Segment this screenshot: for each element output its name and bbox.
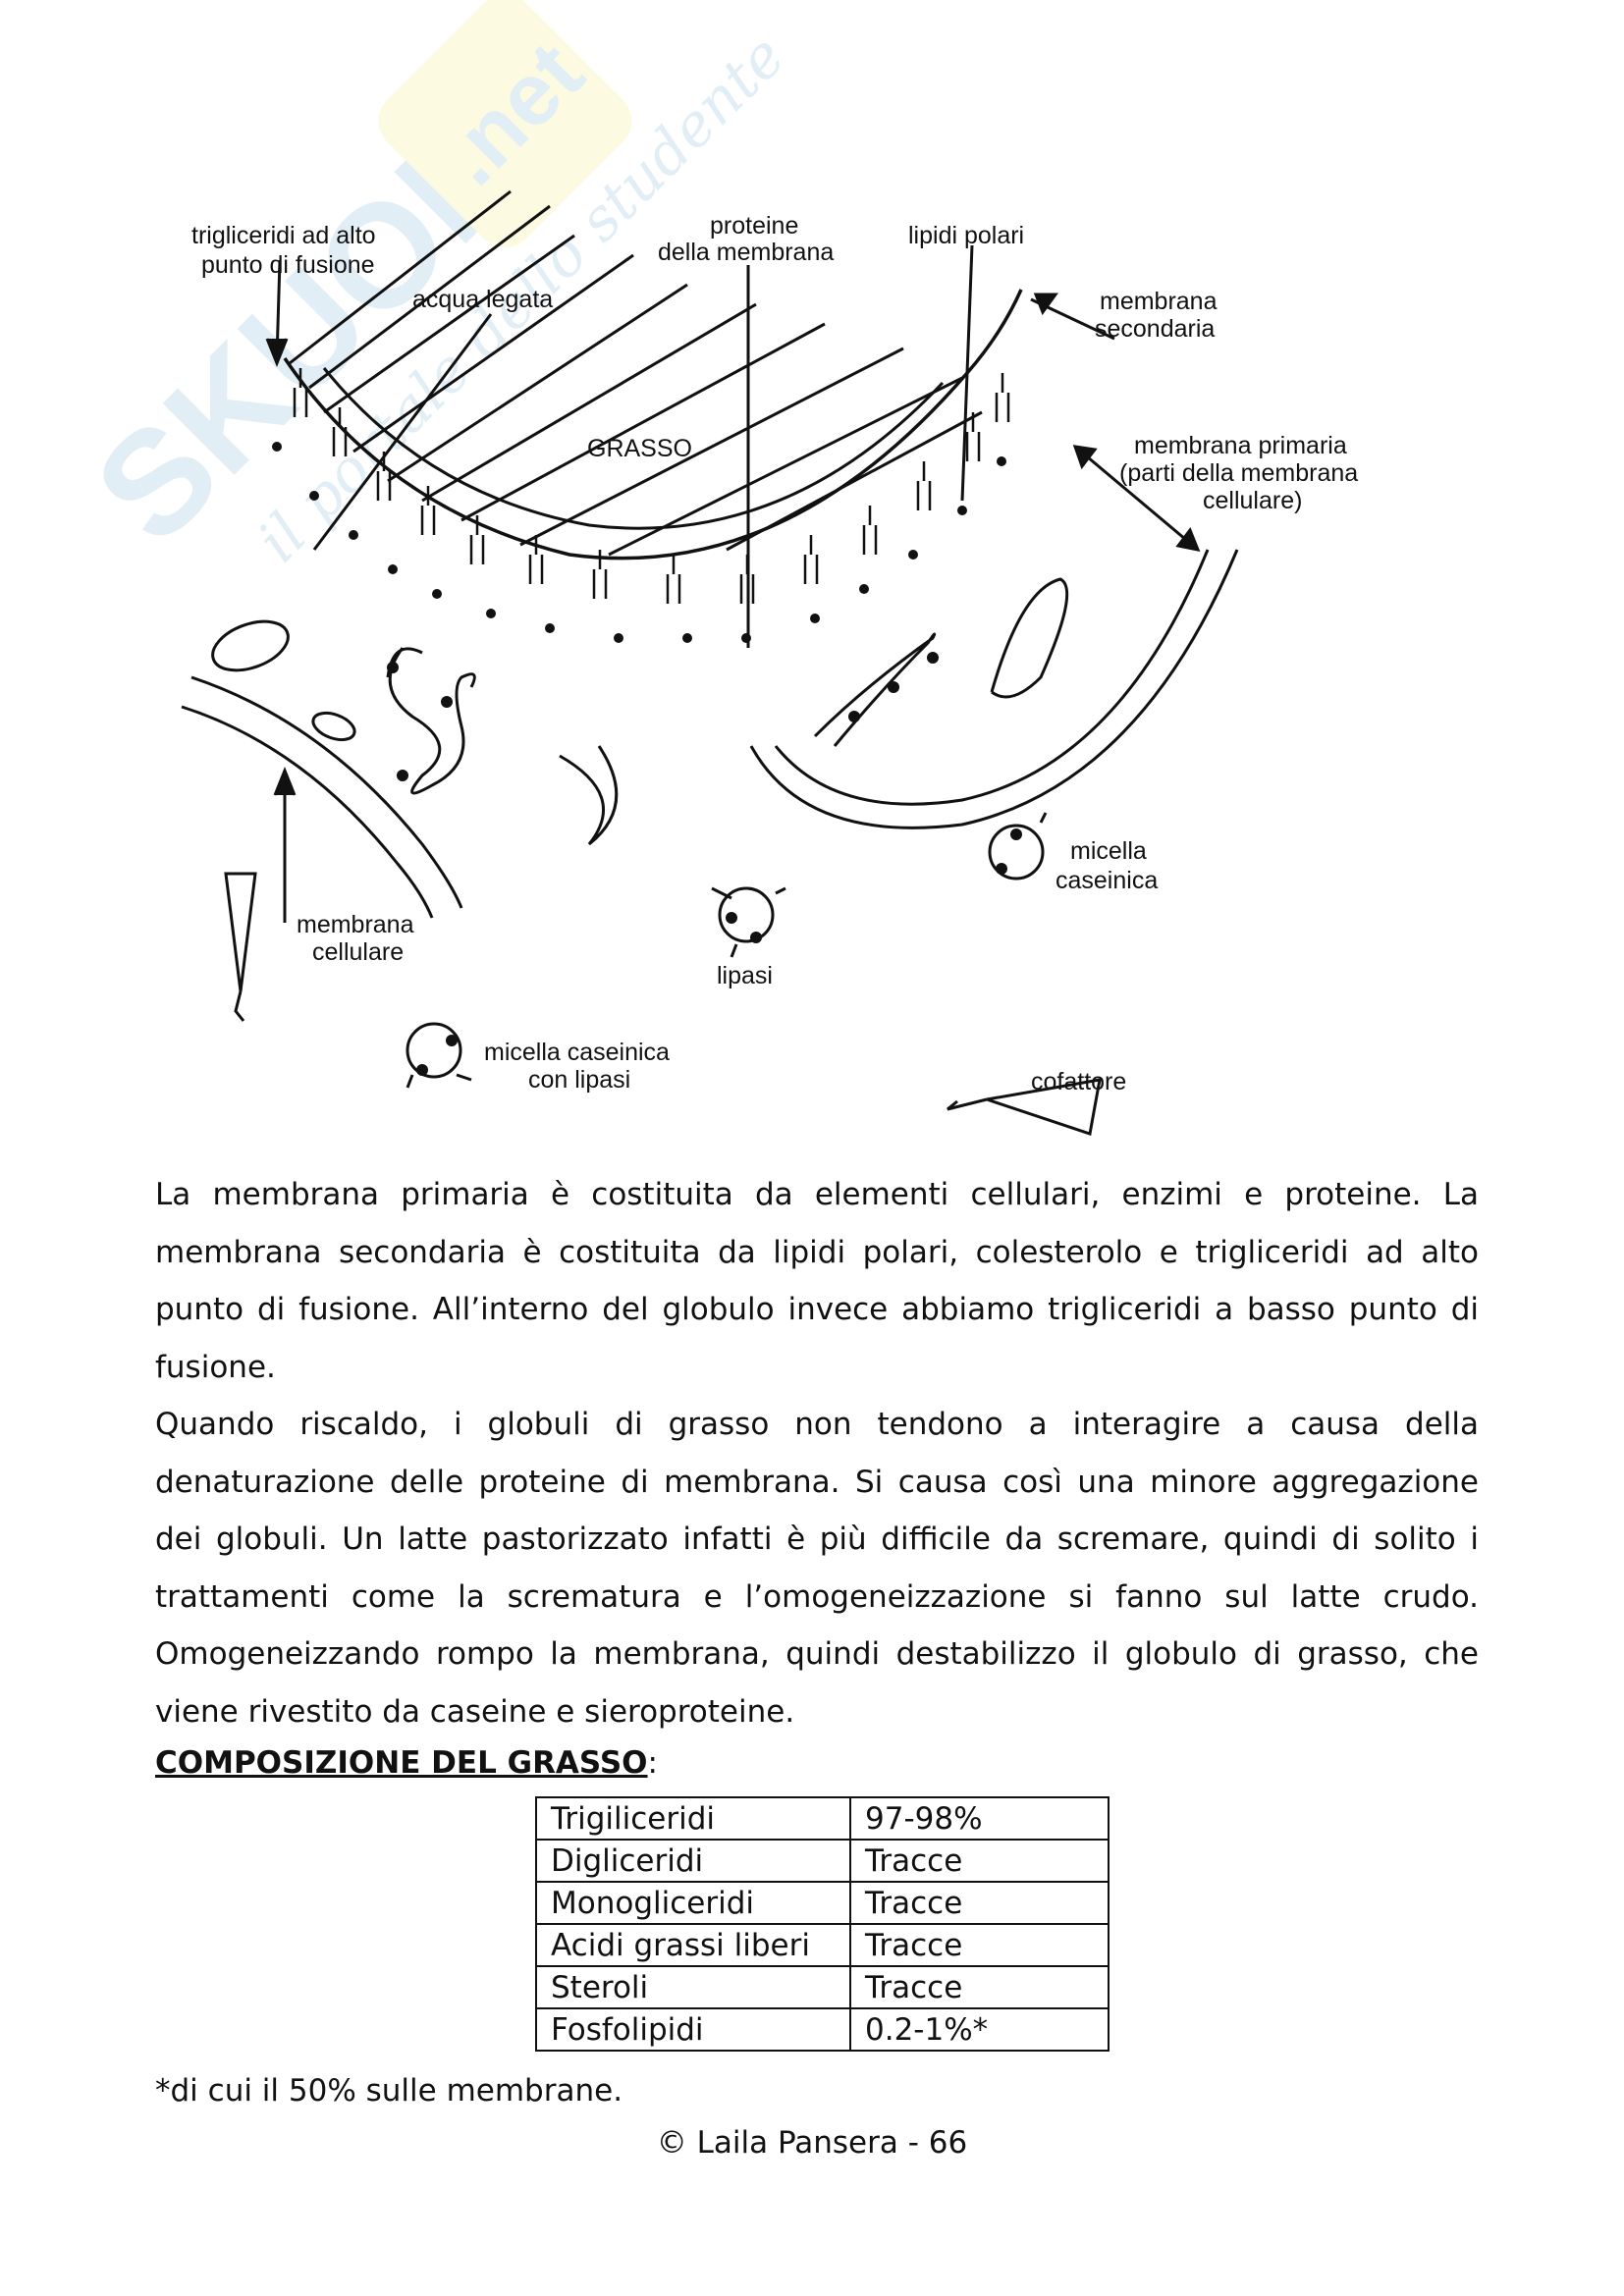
table-cell-value: 0.2-1%* [850,2008,1109,2051]
label-membrana-cellulare-2: cellulare [312,938,404,966]
label-micella: micella [1070,837,1147,865]
page-footer: © Laila Pansera - 66 [0,2125,1624,2161]
composition-heading-colon: : [648,1745,658,1781]
label-membrana-cellulare-1: membrana [297,911,414,938]
table-cell-value: Tracce [850,1882,1109,1924]
table-cell-name: Acidi grassi liberi [536,1924,850,1966]
skuola-watermark: SKUOLA .net il portale dello studente [47,0,798,631]
table-cell-value: Tracce [850,1966,1109,2008]
table-cell-name: Monogliceridi [536,1882,850,1924]
table-cell-value: 97-98% [850,1797,1109,1840]
label-della-membrana: della membrana [658,239,834,266]
label-membrana-primaria-3: cellulare) [1203,487,1302,514]
label-punto-fusione: punto di fusione [201,251,375,279]
label-membrana-primaria-2: (parti della membrana [1119,459,1358,487]
label-grasso: GRASSO [587,435,692,462]
label-membrana-secondaria-1: membrana [1100,288,1218,315]
table-footnote: *di cui il 50% sulle membrane. [155,2073,623,2109]
table-cell-value: Tracce [850,1840,1109,1882]
label-micella-caseinica-lipasi-1: micella caseinica [484,1039,670,1066]
label-cofattore: cofattore [1031,1068,1126,1095]
label-micella-caseinica-lipasi-2: con lipasi [528,1066,630,1094]
label-lipasi: lipasi [717,962,773,989]
fat-globule-membrane-diagram: SKUOLA .net il portale dello studente [0,0,1624,1178]
table-cell-value: Tracce [850,1924,1109,1966]
label-proteine: proteine [710,212,798,240]
table-cell-name: Fosfolipidi [536,2008,850,2051]
label-caseinica: caseinica [1056,867,1158,894]
table-cell-name: Trigiliceridi [536,1797,850,1840]
label-lipidi-polari: lipidi polari [908,222,1024,249]
paragraph-membranes: La membrana primaria è costituita da ele… [155,1166,1479,1396]
table-cell-name: Steroli [536,1966,850,2008]
label-membrana-primaria-1: membrana primaria [1134,432,1347,459]
paragraph-heating: Quando riscaldo, i globuli di grasso non… [155,1396,1479,1740]
body-text: La membrana primaria è costituita da ele… [155,1166,1479,1740]
label-trigliceridi-alto: trigliceridi ad alto [191,222,376,249]
label-acqua-legata: acqua legata [412,286,553,313]
table-cell-name: Digliceridi [536,1840,850,1882]
composition-heading: COMPOSIZIONE DEL GRASSO: [155,1745,658,1781]
composition-heading-text: COMPOSIZIONE DEL GRASSO [155,1745,648,1781]
label-membrana-secondaria-2: secondaria [1095,315,1215,343]
